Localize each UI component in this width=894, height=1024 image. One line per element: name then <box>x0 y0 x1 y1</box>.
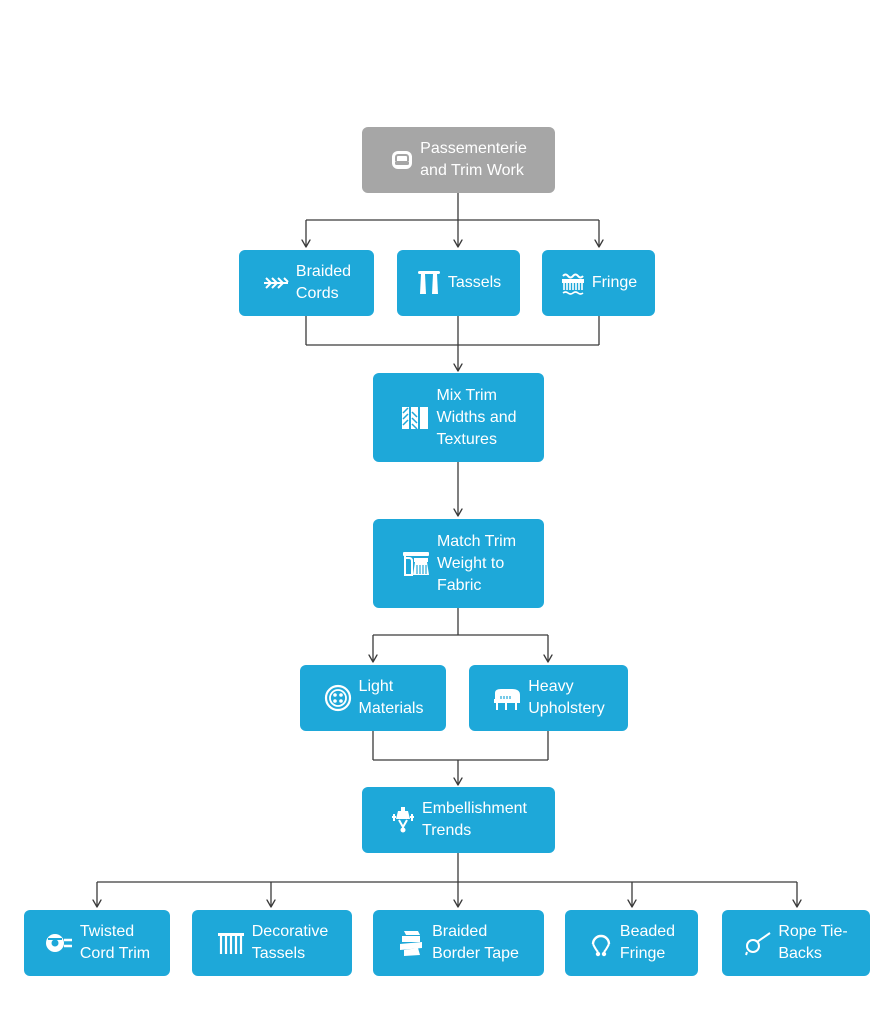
arrowhead <box>368 654 378 663</box>
braided-cord-icon <box>262 273 290 293</box>
node-label: Tassels <box>447 274 502 291</box>
node-label: Fringe <box>591 274 638 291</box>
arrowhead <box>92 899 102 908</box>
node-label: Decorative Tassels <box>251 923 329 962</box>
node-label: Embellishment Trends <box>422 800 527 839</box>
node-braided-border-tape[interactable]: Braided Border Tape <box>373 910 544 976</box>
node-label: Twisted Cord Trim <box>79 923 151 962</box>
arrowhead <box>792 899 802 908</box>
tape-roll-icon <box>398 928 426 958</box>
piano-icon <box>492 685 522 711</box>
node-label: Passementerie and Trim Work <box>420 140 527 179</box>
arrowhead <box>453 239 463 248</box>
node-decorative-tassels[interactable]: Decorative Tassels <box>192 910 352 976</box>
chandelier-icon <box>390 805 416 835</box>
curtain-icon <box>401 549 431 579</box>
node-rope-tie-backs[interactable]: Rope Tie- Backs <box>722 910 870 976</box>
arrowhead <box>594 239 604 248</box>
node-light-materials[interactable]: Light Materials <box>300 665 446 731</box>
spool-icon <box>44 929 74 957</box>
node-embellishment-trends[interactable]: Embellishment Trends <box>362 787 555 853</box>
textures-icon <box>400 403 430 433</box>
arrowhead <box>266 899 276 908</box>
node-label: Braided Cords <box>295 263 352 302</box>
connector-embellishment-to-bottom-row <box>96 853 798 906</box>
arrowhead <box>543 654 553 663</box>
node-mix-trim-widths-and-textures[interactable]: Mix Trim Widths and Textures <box>373 373 544 462</box>
arrowhead <box>301 239 311 248</box>
node-braided-cords[interactable]: Braided Cords <box>239 250 374 316</box>
node-twisted-cord-trim[interactable]: Twisted Cord Trim <box>24 910 170 976</box>
connector-match-to-materials <box>372 608 549 661</box>
arrowhead <box>453 777 463 786</box>
arrowhead <box>627 899 637 908</box>
connector-level1-to-mix-trim <box>305 316 600 370</box>
node-match-trim-weight-to-fabric[interactable]: Match Trim Weight to Fabric <box>373 519 544 608</box>
arrowhead <box>453 899 463 908</box>
node-label: Mix Trim Widths and Textures <box>436 386 517 448</box>
node-label: Heavy Upholstery <box>528 678 605 717</box>
arrowhead <box>453 363 463 372</box>
node-tassels[interactable]: Tassels <box>397 250 520 316</box>
node-fringe[interactable]: Fringe <box>542 250 655 316</box>
arrowhead <box>453 508 463 517</box>
connector-root-to-level1 <box>305 193 600 246</box>
fringe-icon <box>560 270 586 296</box>
connector-materials-to-embellishment <box>372 731 549 784</box>
node-label: Light Materials <box>358 678 424 717</box>
node-label: Beaded Fringe <box>619 923 676 962</box>
sofa-icon <box>390 148 414 172</box>
rope-icon <box>744 929 772 957</box>
node-heavy-upholstery[interactable]: Heavy Upholstery <box>469 665 628 731</box>
button-icon <box>323 683 353 713</box>
node-beaded-fringe[interactable]: Beaded Fringe <box>565 910 698 976</box>
tassel-fringe-icon <box>216 929 246 957</box>
node-label: Rope Tie- Backs <box>778 923 848 962</box>
node-label: Match Trim Weight to Fabric <box>436 532 517 594</box>
node-passementerie-and-trim-work[interactable]: Passementerie and Trim Work <box>362 127 555 193</box>
beads-icon <box>588 928 614 958</box>
tassels-icon <box>416 269 442 297</box>
node-label: Braided Border Tape <box>432 923 519 962</box>
